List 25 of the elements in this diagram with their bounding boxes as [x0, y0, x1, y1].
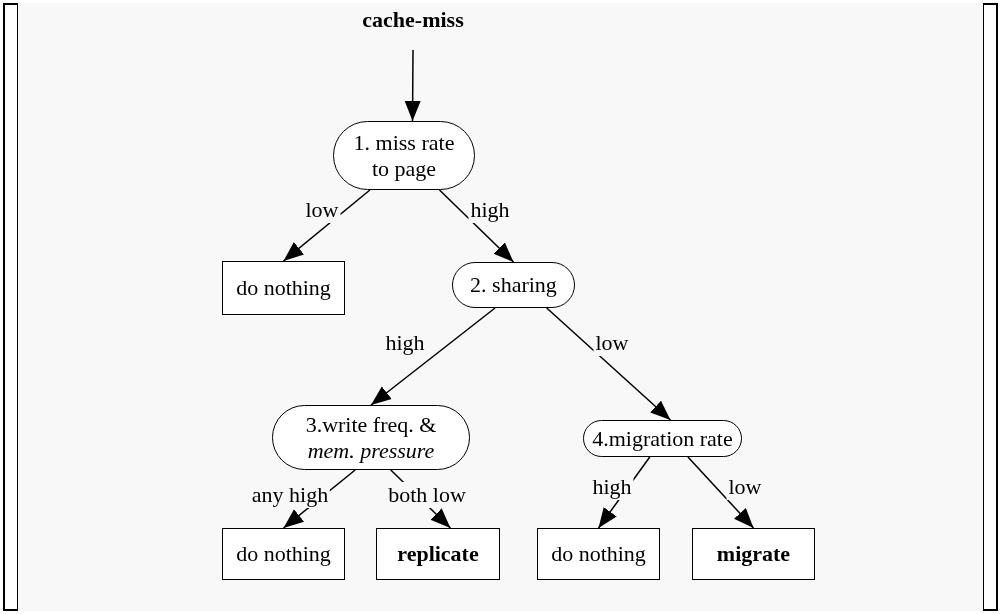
- node-text: 4.migration rate: [592, 425, 733, 452]
- arrow: [687, 456, 755, 529]
- node-text: do nothing: [236, 541, 331, 567]
- edge-label: high: [590, 474, 634, 500]
- node-text: do nothing: [236, 275, 331, 301]
- decision-node: [583, 420, 742, 457]
- node-text: 2. sharing: [470, 272, 557, 298]
- arrow: [438, 189, 515, 263]
- action-box: [222, 528, 345, 580]
- arrow: [370, 307, 496, 406]
- node-text: do nothing: [551, 541, 646, 567]
- node-text: 3.write freq. & mem. pressure: [304, 412, 438, 463]
- start-label: cache-miss: [362, 7, 464, 33]
- action-box: [692, 528, 815, 580]
- node-text: migrate: [716, 541, 791, 567]
- arrow: [404, 49, 421, 122]
- arrow: [545, 307, 672, 421]
- action-box: [222, 261, 345, 315]
- node-text: 1. miss rate to page: [352, 130, 456, 181]
- node-text: replicate: [397, 541, 479, 567]
- edge-label: both low: [386, 482, 468, 508]
- action-box: [537, 528, 660, 580]
- decision-node: [452, 262, 575, 308]
- action-box: [376, 528, 500, 580]
- arrow: [282, 189, 371, 262]
